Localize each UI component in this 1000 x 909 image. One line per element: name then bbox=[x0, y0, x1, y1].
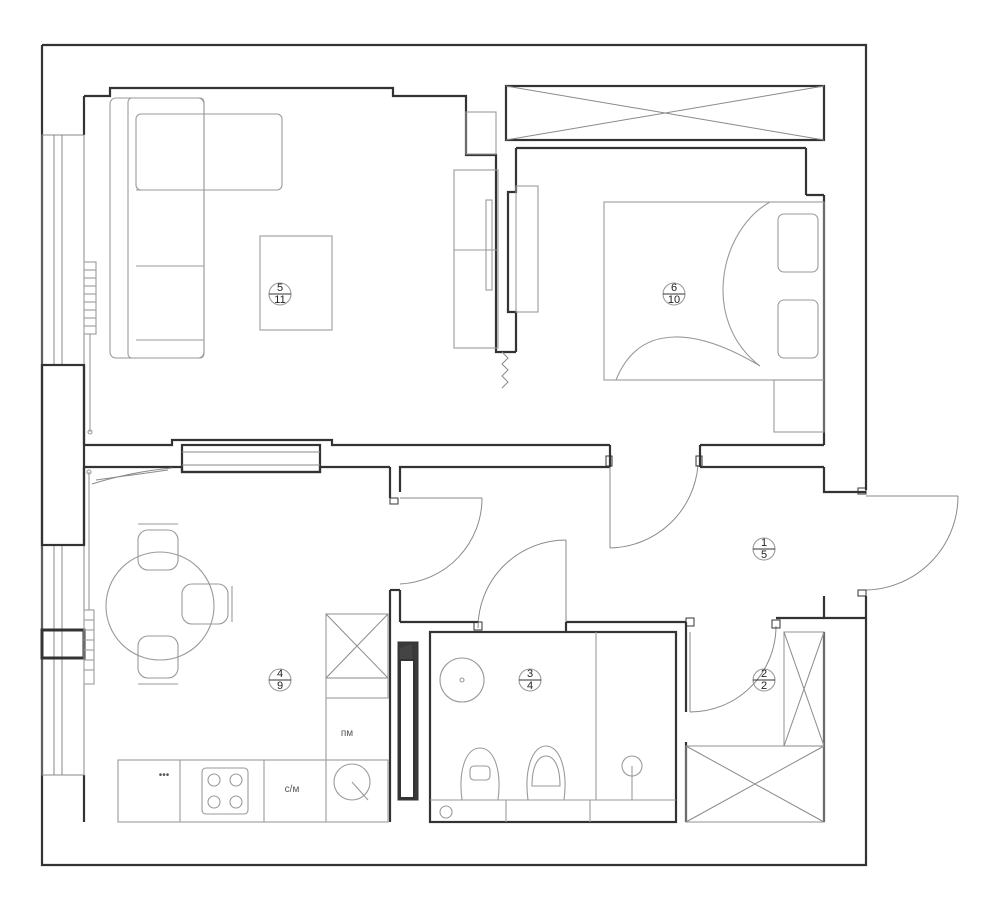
radiator-living bbox=[83, 261, 97, 435]
room-label-5: 5 11 bbox=[268, 282, 292, 306]
bathroom-bottom-counter bbox=[430, 799, 676, 822]
hob-dots-label: ••• bbox=[159, 770, 170, 781]
svg-text:5: 5 bbox=[277, 282, 283, 294]
svg-text:2: 2 bbox=[761, 668, 767, 680]
toilet bbox=[460, 747, 500, 801]
coffee-table bbox=[259, 235, 333, 331]
tv-stand bbox=[453, 169, 499, 349]
exterior-walls bbox=[40, 43, 868, 867]
dishwasher-label: пм bbox=[341, 728, 353, 739]
svg-text:10: 10 bbox=[668, 294, 680, 306]
window-swing-kitchen bbox=[91, 467, 173, 485]
door-sliding-living[interactable] bbox=[485, 199, 509, 389]
fridge bbox=[325, 613, 389, 699]
svg-text:5: 5 bbox=[761, 549, 767, 561]
wardrobe-hall bbox=[685, 631, 825, 823]
room-label-4: 4 9 bbox=[268, 668, 292, 692]
radiator-kitchen bbox=[83, 469, 95, 685]
svg-text:11: 11 bbox=[274, 294, 285, 306]
window-left-bottom bbox=[40, 544, 86, 776]
window-left-top bbox=[41, 134, 85, 366]
dining-table bbox=[105, 523, 233, 685]
bedroom-shelf bbox=[515, 185, 539, 313]
svg-text:4: 4 bbox=[277, 668, 283, 680]
shower bbox=[595, 632, 643, 800]
svg-text:6: 6 bbox=[671, 282, 677, 294]
svg-text:2: 2 bbox=[761, 680, 767, 692]
partition-wall bbox=[399, 659, 415, 799]
washbasin bbox=[439, 657, 485, 703]
bidet bbox=[526, 745, 566, 801]
wall-pier-left bbox=[40, 363, 86, 547]
partition-cap bbox=[400, 644, 412, 660]
sink bbox=[333, 763, 371, 801]
door-bathroom[interactable] bbox=[477, 539, 567, 629]
room-label-6: 6 10 bbox=[662, 282, 686, 306]
room-label-1: 1 5 bbox=[752, 537, 776, 561]
room-label-2: 2 2 bbox=[752, 668, 776, 692]
svg-text:4: 4 bbox=[527, 680, 533, 692]
sofa bbox=[109, 97, 283, 359]
room-label-3: 3 4 bbox=[518, 668, 542, 692]
door-bedroom[interactable] bbox=[609, 464, 699, 549]
kitchen-counter bbox=[117, 698, 389, 823]
svg-text:9: 9 bbox=[277, 680, 283, 692]
svg-text:1: 1 bbox=[761, 537, 767, 549]
bed bbox=[603, 201, 825, 433]
washing-machine-label: с/м bbox=[285, 784, 300, 795]
cabinet bbox=[465, 111, 497, 155]
door-entrance[interactable] bbox=[865, 495, 959, 591]
svg-text:3: 3 bbox=[527, 668, 533, 680]
door-closet[interactable] bbox=[689, 625, 777, 713]
hinge-markers bbox=[389, 455, 867, 631]
wardrobe-bedroom bbox=[504, 84, 826, 142]
door-kitchen[interactable] bbox=[399, 497, 483, 585]
hob bbox=[201, 767, 249, 815]
